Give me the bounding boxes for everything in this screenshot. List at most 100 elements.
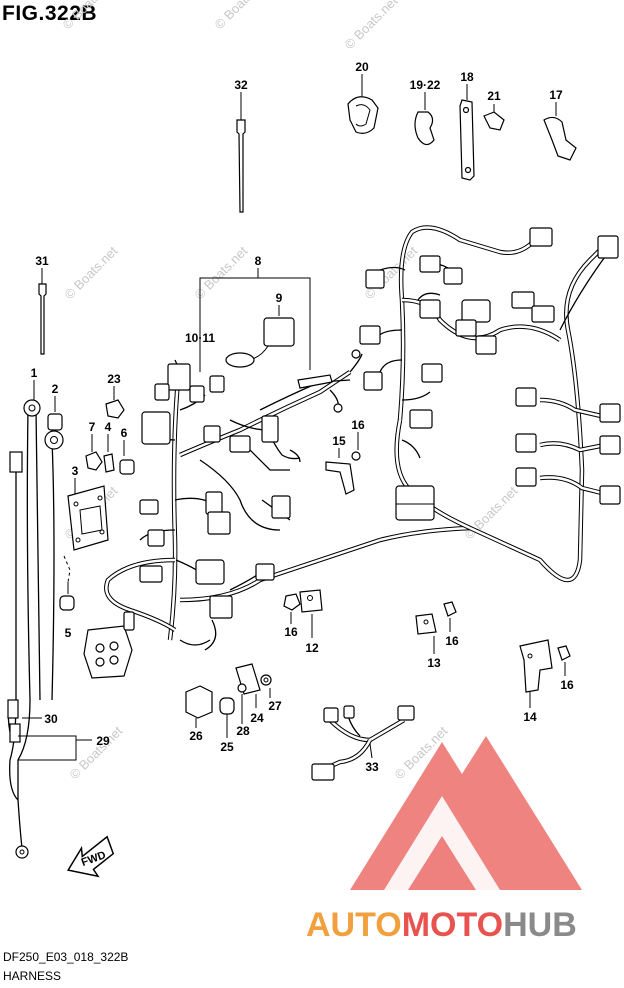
grommet-5 [59, 595, 75, 611]
watermark-4: © Boats.net [62, 243, 121, 302]
fwd-arrow: FWD [66, 835, 115, 878]
bolt-16-c [443, 601, 457, 617]
watermark-9: © Boats.net [67, 723, 126, 782]
clip-19-22 [414, 111, 435, 146]
connector-lh-9 [139, 499, 159, 515]
watermarks: © Boats.net © Boats.net © Boats.net © Bo… [60, 0, 521, 782]
callout-10-11: 10·11 [185, 331, 215, 345]
plate-3 [67, 485, 109, 551]
cable-tie-31 [38, 283, 47, 355]
callout-17: 17 [549, 88, 563, 102]
logo-text: AUTOMOTOHUB [306, 906, 577, 944]
callout-9: 9 [276, 291, 283, 305]
connector-s [599, 435, 621, 455]
connector-f [419, 299, 441, 319]
bolt-16-d [557, 645, 571, 661]
callout-20: 20 [355, 60, 369, 74]
callout-14: 14 [523, 710, 537, 724]
callout-8: 8 [255, 254, 262, 268]
connector-g [461, 299, 491, 323]
screw-4 [103, 453, 115, 473]
automotohub-logo: AUTOMOTOHUB [306, 736, 582, 944]
callout-1: 1 [31, 366, 38, 380]
callout-26: 26 [189, 729, 203, 743]
relay-gasket [225, 352, 255, 368]
bracket-18 [459, 99, 475, 181]
callout-25: 25 [220, 740, 234, 754]
connector-i [531, 305, 555, 323]
cable-tie-32 [236, 119, 246, 213]
callout-24: 24 [250, 711, 264, 725]
callout-19-22: 19·22 [410, 78, 441, 92]
logo-text-auto: AUTO [306, 906, 402, 944]
sub-harness-33 [311, 705, 415, 781]
callout-3: 3 [72, 464, 79, 478]
callout-32: 32 [234, 78, 248, 92]
callout-2: 2 [52, 382, 59, 396]
logo-text-hub: HUB [503, 906, 577, 944]
connector-u [599, 485, 621, 505]
connector-a [529, 227, 553, 247]
connector-q [599, 403, 621, 423]
callout-16-d: 16 [560, 678, 574, 692]
connector-lh-11 [207, 511, 231, 535]
callout-16-c: 16 [445, 634, 459, 648]
callout-7: 7 [89, 420, 96, 434]
callout-31: 31 [35, 254, 49, 268]
callout-4: 4 [105, 420, 112, 434]
callout-18: 18 [460, 70, 474, 84]
connector-b [597, 235, 619, 259]
connector-lh-12 [147, 529, 165, 547]
callout-33: 33 [365, 760, 379, 774]
connector-lh-3 [189, 385, 205, 403]
connector-d [443, 267, 463, 285]
clamp-17 [543, 116, 577, 161]
connector-lh-17 [255, 563, 275, 581]
connector-lh-7 [229, 435, 251, 453]
main-connector [83, 625, 133, 679]
connector-t [515, 467, 537, 487]
callout-16-b: 16 [351, 418, 365, 432]
cap-26 [185, 685, 213, 719]
connector-e [365, 269, 385, 289]
callout-15: 15 [332, 434, 346, 448]
callout-labels: 32 20 19·22 18 21 17 31 8 9 10·11 1 2 23… [31, 60, 574, 774]
connector-j [455, 319, 477, 337]
connector-lh-15 [209, 595, 233, 619]
callout-21: 21 [487, 89, 501, 103]
callout-6: 6 [121, 426, 128, 440]
figure-name: HARNESS [3, 969, 62, 983]
callout-16-a: 16 [284, 625, 298, 639]
connector-lh-4 [209, 375, 225, 393]
connector-lh-16 [271, 495, 291, 519]
bolt-7 [85, 451, 103, 471]
nut-28 [237, 683, 247, 693]
connector-c [419, 255, 441, 273]
fuse-holder [9, 451, 23, 473]
terminal-1 [23, 399, 41, 417]
callout-12: 12 [305, 641, 319, 655]
connector-o [409, 409, 433, 429]
bolt-23 [105, 399, 125, 419]
callout-27: 27 [268, 699, 282, 713]
logo-text-moto: MOTO [402, 906, 503, 944]
main-harness [359, 225, 621, 583]
connector-lh-10 [205, 491, 223, 515]
callout-29: 29 [96, 734, 110, 748]
connector-lh-13 [195, 559, 225, 585]
connector-lh-2 [154, 383, 170, 401]
left-harness [83, 349, 381, 679]
callout-23: 23 [107, 372, 121, 386]
bracket-14 [519, 639, 553, 693]
connector-p [515, 387, 537, 407]
bracket-12 [299, 589, 323, 613]
connector-l [359, 325, 381, 345]
bolt-21 [483, 111, 505, 131]
connector-k [475, 335, 497, 355]
collar-6 [119, 459, 135, 475]
connector-lh-6 [203, 425, 221, 443]
collar-25 [219, 697, 235, 715]
connector-n [363, 371, 383, 391]
connector-h [511, 291, 535, 309]
